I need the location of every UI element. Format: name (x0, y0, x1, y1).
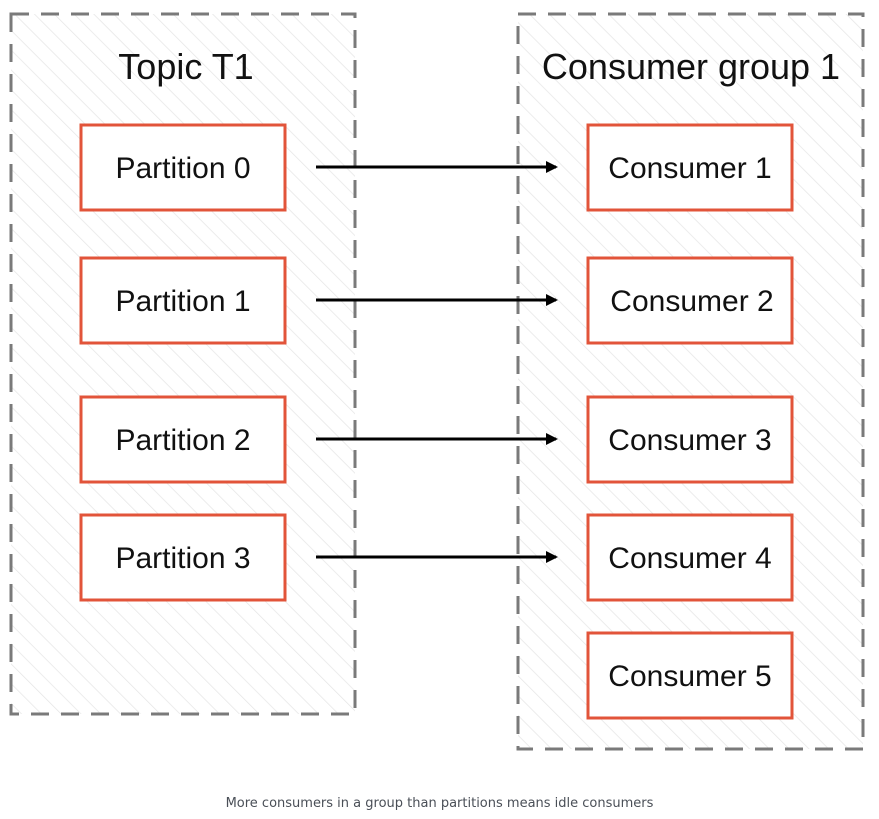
consumer-label: Consumer 4 (608, 542, 771, 575)
consumer-box (586, 631, 794, 720)
partition-box (79, 256, 287, 345)
consumer-label: Consumer 1 (608, 152, 771, 185)
partition-label: Partition 3 (115, 542, 250, 575)
consumer-5: Consumer 5 (586, 631, 794, 720)
diagram-caption: More consumers in a group than partition… (225, 796, 654, 811)
consumer-label: Consumer 5 (608, 660, 771, 693)
partition-label: Partition 1 (115, 285, 250, 318)
partition-label: Partition 2 (115, 424, 250, 457)
consumer-box (586, 256, 794, 345)
consumer-box (586, 395, 794, 484)
consumer-box (586, 123, 794, 212)
partition-2: Partition 2 (79, 395, 287, 484)
topic-group-box (9, 12, 357, 716)
consumer-label: Consumer 2 (610, 285, 773, 318)
partition-box (79, 395, 287, 484)
partition-3: Partition 3 (79, 513, 287, 602)
consumer-3: Consumer 3 (586, 395, 794, 484)
consumer-1: Consumer 1 (586, 123, 794, 212)
partition-label: Partition 0 (115, 152, 250, 185)
consumer-4: Consumer 4 (586, 513, 794, 602)
consumer-box (586, 513, 794, 602)
topic-title: Topic T1 (118, 46, 253, 87)
consumer-2: Consumer 2 (586, 256, 794, 345)
partition-box (79, 513, 287, 602)
partition-1: Partition 1 (79, 256, 287, 345)
consumer-label: Consumer 3 (608, 424, 771, 457)
partition-box (79, 123, 287, 212)
topic-group: Topic T1 (9, 12, 357, 716)
consumer-group-title: Consumer group 1 (542, 46, 840, 87)
partition-0: Partition 0 (79, 123, 287, 212)
partition-consumer-diagram: Topic T1 Consumer group 1 Partition 0 Pa… (9, 12, 865, 751)
